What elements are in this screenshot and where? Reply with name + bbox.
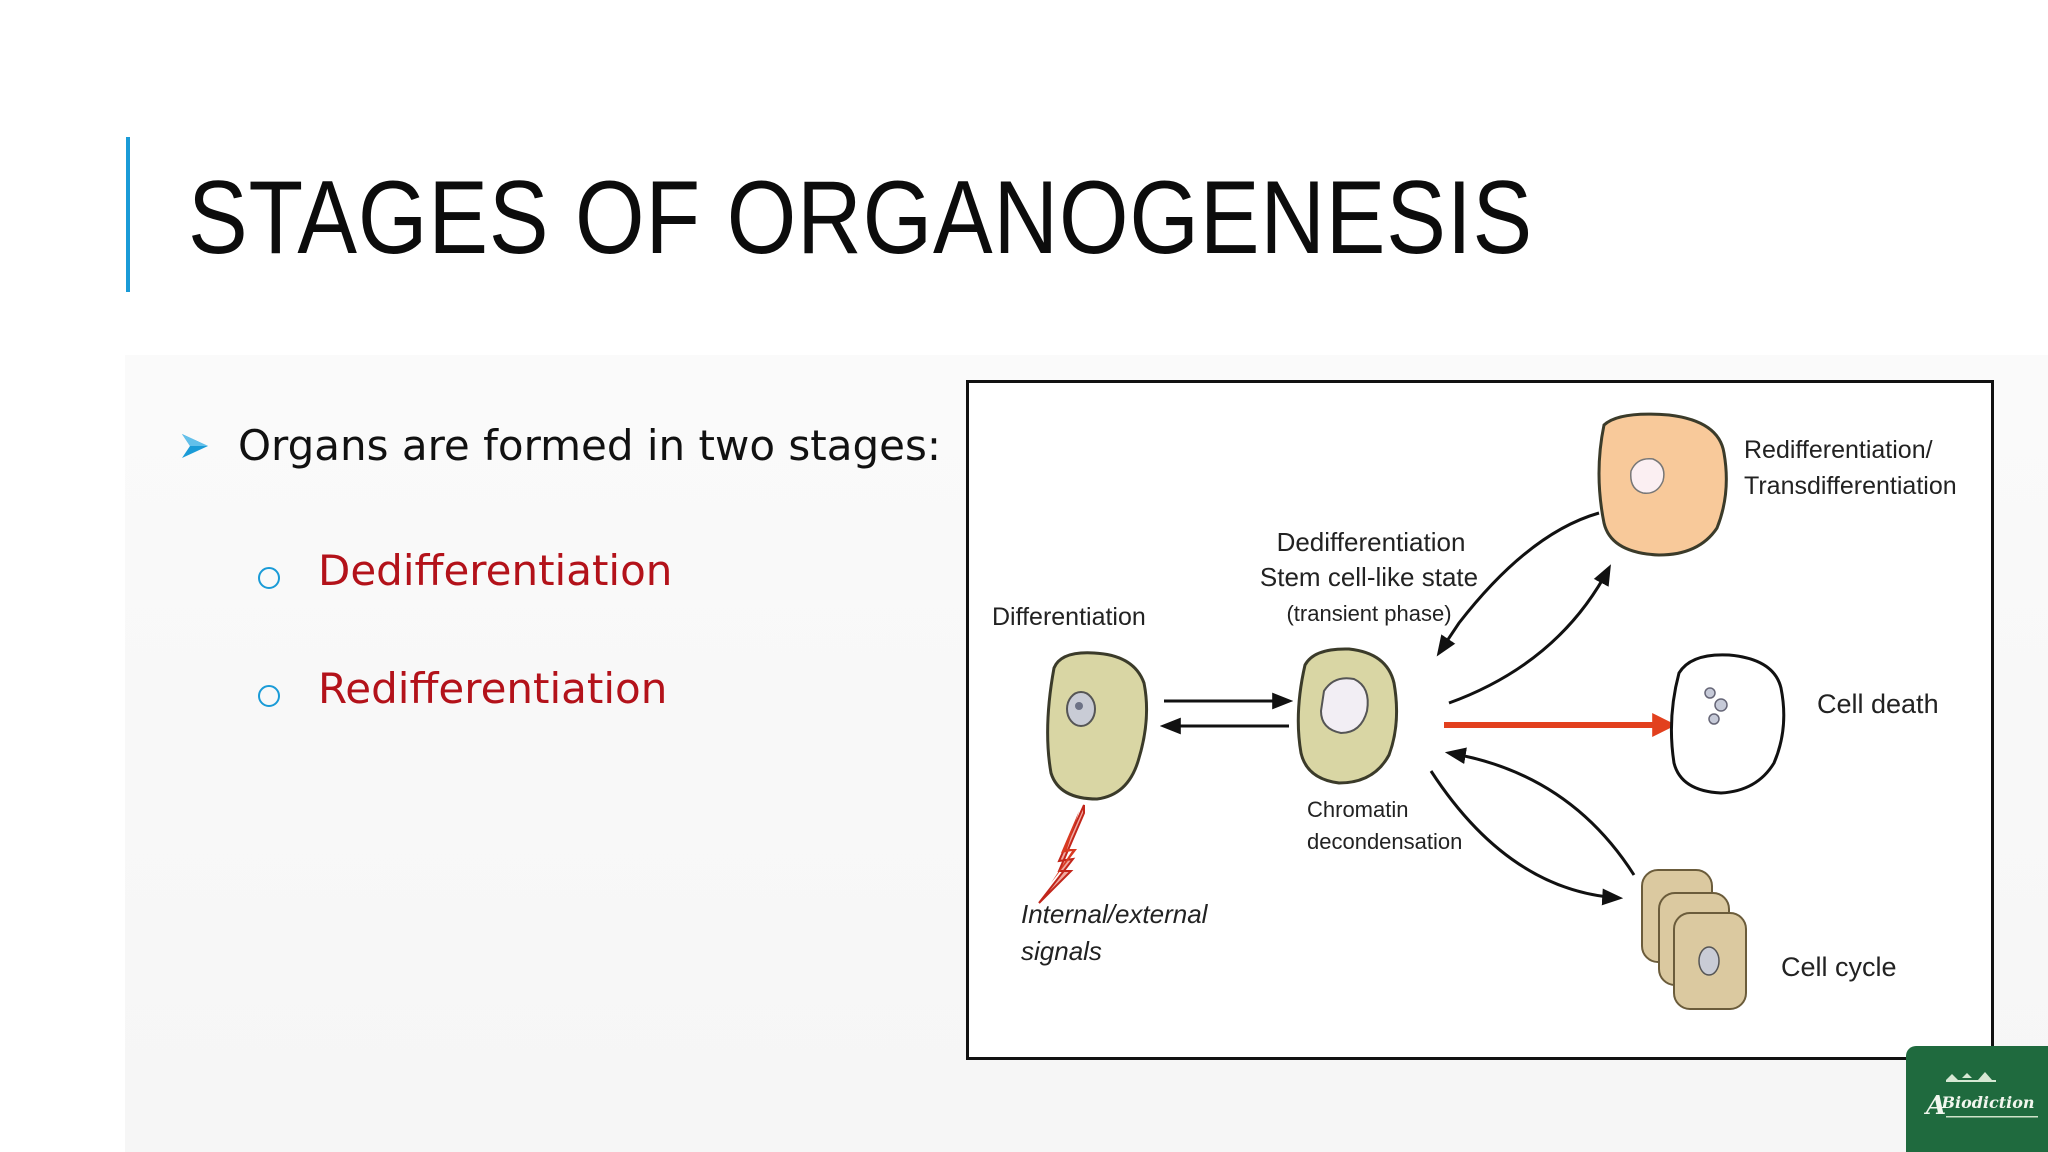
stem-cell-nucleus xyxy=(1319,677,1369,735)
title-accent-bar xyxy=(126,137,130,292)
label-transdifferentiation: Transdifferentiation xyxy=(1744,472,1957,500)
cell-cycle-stack xyxy=(1641,869,1747,1010)
arrow-to-cycle xyxy=(1429,770,1624,906)
main-bullet: Organs are formed in two stages: xyxy=(180,421,941,470)
main-bullet-text: Organs are formed in two stages: xyxy=(238,421,942,470)
circle-bullet-icon xyxy=(258,566,280,589)
biodiction-logo: Biodiction A xyxy=(1906,1046,2048,1152)
logo-text: Biodiction xyxy=(1940,1093,2034,1112)
label-differentiation: Differentiation xyxy=(992,603,1146,631)
redifferentiated-cell xyxy=(1597,412,1728,557)
label-stem-cell-state: Stem cell-like state xyxy=(1260,562,1478,592)
sub-bullet-text: Dedifferentiation xyxy=(318,546,673,595)
signal-lightning-icon xyxy=(1038,804,1085,904)
sub-bullet-text: Redifferentiation xyxy=(318,664,668,713)
slide-title: STAGES OF ORGANOGENESIS xyxy=(188,160,1534,276)
arrow-to-stem-from-cycle xyxy=(1444,747,1636,876)
label-signals-line2: signals xyxy=(1021,936,1102,966)
label-transient-phase: (transient phase) xyxy=(1286,601,1451,626)
sub-bullet-redifferentiation: Redifferentiation xyxy=(258,664,667,713)
label-chromatin: Chromatin xyxy=(1307,797,1408,822)
label-signals-line1: Internal/external xyxy=(1021,899,1209,929)
label-cell-death: Cell death xyxy=(1817,689,1939,719)
arrow-to-stem-from-rediff xyxy=(1436,511,1600,657)
sub-bullet-dedifferentiation: Dedifferentiation xyxy=(258,546,672,595)
svg-text:A: A xyxy=(1923,1091,1946,1121)
dead-cell xyxy=(1669,653,1786,795)
label-dedifferentiation: Dedifferentiation xyxy=(1277,527,1466,557)
label-cell-cycle: Cell cycle xyxy=(1781,952,1897,982)
arrow-bullet-icon xyxy=(182,433,208,458)
circle-bullet-icon xyxy=(258,684,280,707)
label-redifferentiation: Redifferentiation/ xyxy=(1744,436,1933,464)
organogenesis-diagram: Differentiation Dedifferentiation Stem c… xyxy=(966,380,1994,1060)
differentiated-cell xyxy=(1046,651,1149,801)
arrow-to-rediff xyxy=(1448,564,1611,705)
label-decondensation: decondensation xyxy=(1307,829,1462,854)
